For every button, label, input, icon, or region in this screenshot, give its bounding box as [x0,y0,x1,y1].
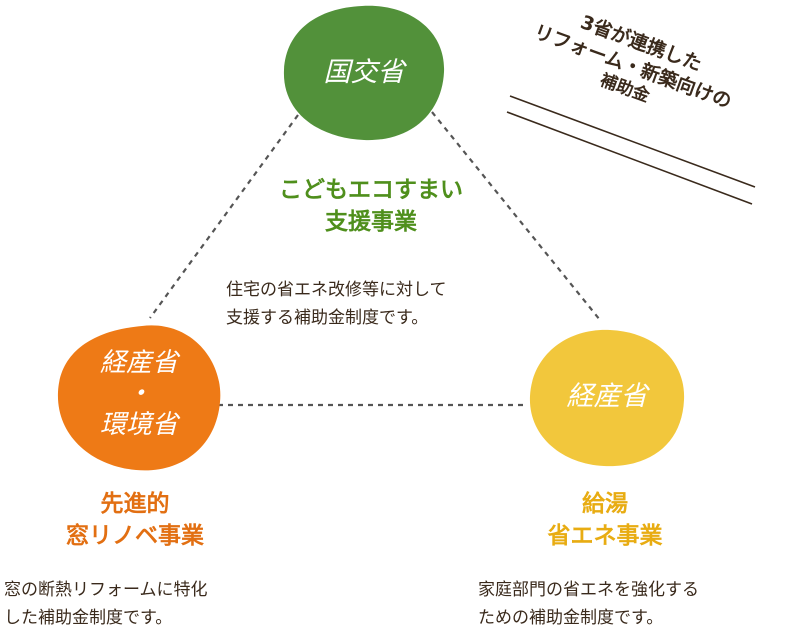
program-kyuto-desc-line1: 家庭部門の省エネを強化する [478,580,699,600]
connector-top-right [431,111,601,321]
program-kyuto-title-line2: 省エネ事業 [547,523,663,550]
program-kyuto-title: 給湯 省エネ事業 [490,488,720,552]
program-kodomo-eco-title-line1: こどもエコすまい [279,177,463,203]
blob-meti [529,329,685,467]
program-mado-reno-desc: 窓の断熱リフォームに特化 した補助金制度です。 [4,576,294,632]
node-meti-label: 経産省 [530,380,684,414]
node-mlit-text: 国交省 [323,57,405,88]
node-meti-env-line1: 経産省 [99,348,178,378]
program-mado-reno-title: 先進的 窓リノベ事業 [20,488,250,552]
node-mlit-label: 国交省 [284,56,444,90]
program-kyuto-desc-line2: ための補助金制度です。 [478,608,664,629]
program-kyuto-title-line1: 給湯 [582,491,628,517]
note-underline-1 [509,95,756,188]
blob-meti-env [57,325,221,471]
node-meti-env-line3: 環境省 [99,410,178,441]
program-mado-reno-title-line1: 先進的 [100,491,170,517]
program-kodomo-eco-title-line2: 支援事業 [325,209,417,236]
program-kyuto-desc: 家庭部門の省エネを強化する ための補助金制度です。 [478,576,788,632]
program-mado-reno-desc-line2: した補助金制度です。 [4,608,173,629]
connector-top-left [149,114,299,319]
program-kodomo-eco-desc-line1: 住宅の省エネ改修等に対して [226,280,447,300]
program-kodomo-eco-title: こどもエコすまい 支援事業 [226,174,516,238]
program-mado-reno-title-line2: 窓リノベ事業 [66,523,204,550]
node-meti-text: 経産省 [566,381,648,412]
program-kodomo-eco-desc-line2: 支援する補助金制度です。 [226,308,429,329]
program-mado-reno-desc-line1: 窓の断熱リフォームに特化 [4,580,208,600]
node-meti-env-line2: ・ [125,379,152,410]
node-meti-env-label: 経産省 ・ 環境省 [58,348,220,442]
note-underline-2 [506,111,753,205]
blob-mlit [283,5,445,141]
program-kodomo-eco-desc: 住宅の省エネ改修等に対して 支援する補助金制度です。 [226,276,526,332]
